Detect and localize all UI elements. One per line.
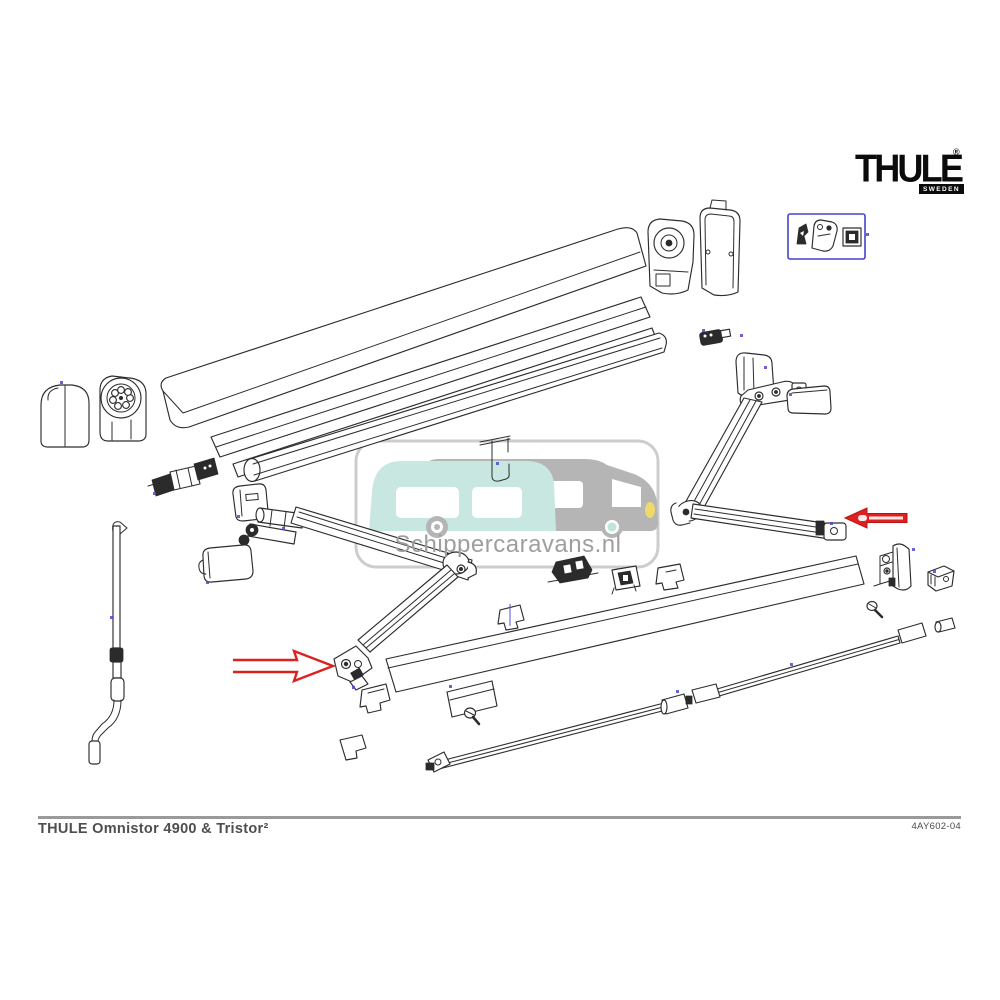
thule-logo: THULE ® SWEDEN — [843, 147, 968, 200]
footer-divider — [38, 816, 961, 819]
right-arm-mount-bracket — [735, 352, 807, 408]
front-panel-profile — [210, 296, 651, 458]
thule-sweden-label: SWEDEN — [919, 184, 964, 194]
bracket-part — [842, 227, 862, 247]
small-sheet-part — [446, 680, 498, 718]
right-arm-lower-section — [690, 503, 847, 541]
left-arm-upper-section — [290, 506, 449, 571]
rafter-right-end-fitting — [897, 617, 956, 644]
rafter-mid-coupler — [660, 683, 721, 715]
wedge-part — [796, 223, 809, 245]
right-arm-cover-plate — [786, 385, 832, 415]
small-clip-lower-left — [339, 734, 367, 761]
awning-fabric-panel — [385, 555, 865, 693]
screw-part-right — [866, 600, 884, 619]
left-gear-end-cap — [99, 375, 147, 442]
spline-shaft-part — [147, 457, 219, 497]
right-arm-upper-section — [684, 397, 763, 510]
small-clip-part — [497, 604, 525, 631]
outer-end-cap-cover — [699, 199, 741, 297]
parts-hotspot-box[interactable] — [787, 213, 866, 260]
sleeve-part — [198, 544, 254, 583]
rafter-left-end-fitting — [425, 751, 451, 773]
roller-tube — [243, 332, 667, 483]
document-code: 4AY602-04 — [911, 821, 961, 832]
side-plate-part — [811, 219, 838, 252]
wire-hook-part — [479, 435, 511, 482]
arrow-pointing-left-icon — [843, 507, 908, 529]
cassette-lid-profile — [160, 227, 647, 429]
arrow-pointing-right-icon — [233, 648, 337, 684]
fabric-clamp-dark — [547, 555, 599, 584]
crank-handle — [88, 521, 128, 765]
left-arm-end-joint — [333, 645, 373, 691]
right-arm-connector — [699, 328, 732, 346]
tension-rafter-rod — [425, 617, 956, 773]
left-arm-lower-section — [357, 564, 459, 653]
screw-part-left — [463, 707, 481, 726]
watermark-logo — [354, 439, 660, 569]
watermark-site-name: Schippercaravans.nl — [394, 531, 622, 558]
document-title: THULE Omnistor 4900 & Tristor² — [38, 821, 269, 837]
channel-clip-part — [655, 563, 685, 591]
left-end-cap-cover — [40, 384, 90, 448]
foot-bracket-part — [873, 543, 912, 591]
lead-rail-bracket — [359, 683, 391, 714]
gear-housing-end-cap — [647, 218, 695, 295]
leader-tick-marks — [60, 233, 936, 693]
registered-trademark-icon: ® — [953, 147, 960, 157]
clamp-block-part — [611, 565, 641, 595]
thule-logo-text: THULE — [855, 148, 964, 191]
ribbed-block-part — [927, 565, 955, 592]
